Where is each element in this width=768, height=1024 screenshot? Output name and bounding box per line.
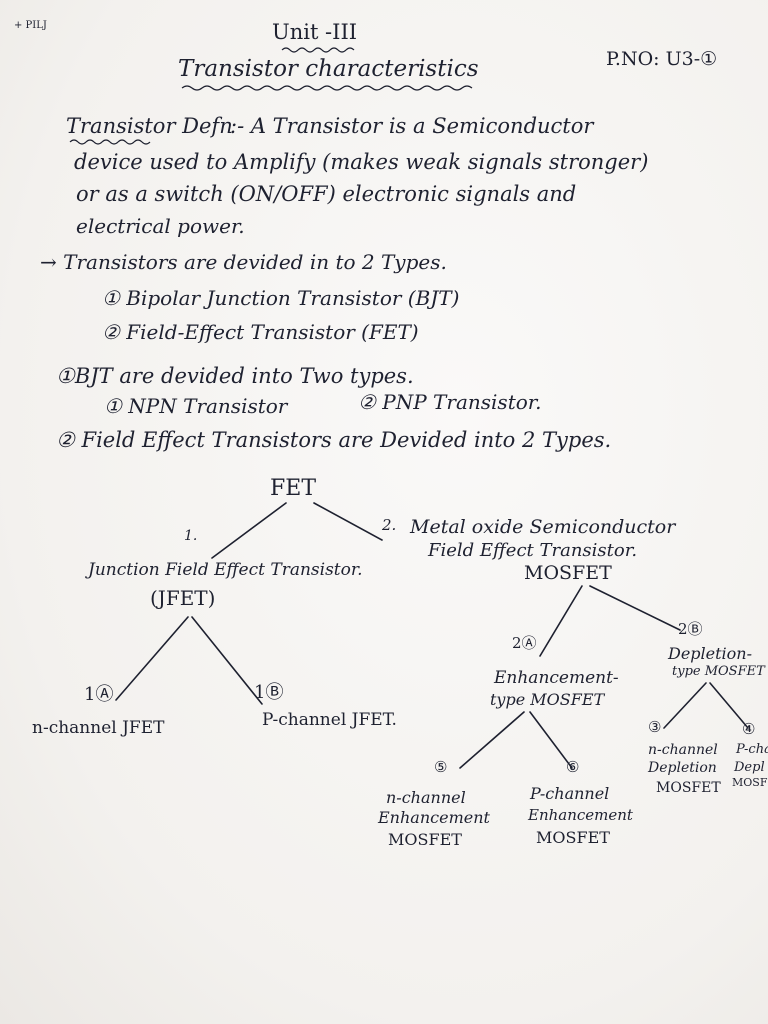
- p-dep-line-3: MOSFE: [732, 776, 768, 789]
- n-enh-line-1: n-channel: [386, 788, 466, 807]
- bjt-npn: ① NPN Transistor: [104, 394, 288, 418]
- types-item-bjt: ① Bipolar Junction Transistor (BJT): [102, 286, 460, 310]
- underline-title: [181, 85, 473, 91]
- number-4: ④: [742, 720, 756, 738]
- mosfet-abbrev: MOSFET: [524, 562, 612, 584]
- line-fet-mosfet: [313, 502, 383, 541]
- p-enh-line-3: MOSFET: [536, 828, 610, 847]
- p-enh-line-1: P-channel: [530, 784, 610, 803]
- definition-line-2: device used to Amplify (makes weak signa…: [74, 150, 649, 174]
- line-dep-ndep: [663, 682, 707, 729]
- label-1b: 1Ⓑ: [254, 682, 284, 703]
- mosfet-name-line-2: Field Effect Transistor.: [428, 540, 638, 561]
- depletion-type-line-1: Depletion-: [668, 644, 753, 663]
- underline-unit: [281, 47, 355, 53]
- branch-1-number: 1.: [184, 528, 198, 544]
- p-dep-line-1: P-cha: [736, 742, 768, 757]
- line-mosfet-enh: [539, 585, 583, 657]
- bjt-heading: ①BJT are devided into Two types.: [56, 364, 414, 388]
- jfet-name: Junction Field Effect Transistor.: [88, 560, 363, 580]
- line-mosfet-dep: [589, 585, 681, 631]
- n-dep-line-2: Depletion: [648, 760, 717, 776]
- p-channel-jfet: P-channel JFET.: [262, 710, 397, 730]
- label-2b: 2Ⓑ: [678, 620, 703, 638]
- page-number: P.NO: U3-①: [606, 48, 718, 70]
- line-jfet-pjfet: [191, 616, 263, 705]
- n-channel-jfet: n-channel JFET: [32, 718, 165, 738]
- types-intro: → Transistors are devided in to 2 Types.: [40, 250, 447, 274]
- definition-term: Transistor Defn: [66, 114, 233, 138]
- number-3: ③: [648, 718, 662, 736]
- depletion-type-line-2: type MOSFET: [672, 664, 765, 679]
- corner-mark: + PILJ: [14, 20, 47, 31]
- unit-heading: Unit -III: [272, 20, 358, 44]
- tree-root-fet: FET: [270, 476, 316, 501]
- line-dep-pdep: [709, 682, 749, 729]
- number-5: ⑤: [434, 758, 448, 776]
- mosfet-name-line-1: Metal oxide Semiconductor: [410, 516, 676, 538]
- p-enh-line-2: Enhancement: [528, 806, 633, 824]
- n-dep-line-3: MOSFET: [656, 780, 721, 796]
- branch-2-number: 2.: [382, 516, 397, 534]
- n-enh-line-3: MOSFET: [388, 830, 462, 849]
- page-title: Transistor characteristics: [178, 56, 479, 82]
- number-6: ⑥: [566, 758, 580, 776]
- line-jfet-njfet: [115, 616, 189, 701]
- underline-term: [69, 139, 151, 145]
- enhancement-type-line-2: type MOSFET: [490, 690, 605, 709]
- p-dep-line-2: Depl: [734, 760, 765, 775]
- definition-line-3: or as a switch (ON/OFF) electronic signa…: [76, 182, 577, 206]
- line-enh-nenh: [459, 711, 525, 769]
- label-2a: 2Ⓐ: [512, 634, 537, 652]
- jfet-abbrev: (JFET): [150, 586, 216, 610]
- n-enh-line-2: Enhancement: [378, 808, 490, 827]
- fet-heading: ② Field Effect Transistors are Devided i…: [56, 428, 612, 452]
- bjt-pnp: ② PNP Transistor.: [358, 390, 542, 414]
- definition-line-1: :- A Transistor is a Semiconductor: [230, 114, 594, 138]
- types-item-fet: ② Field-Effect Transistor (FET): [102, 320, 419, 344]
- n-dep-line-1: n-channel: [648, 742, 718, 758]
- definition-line-4: electrical power.: [76, 214, 245, 238]
- enhancement-type-line-1: Enhancement-: [494, 668, 619, 688]
- label-1a: 1Ⓐ: [84, 684, 114, 705]
- line-enh-penh: [529, 711, 573, 769]
- line-fet-jfet: [211, 502, 287, 559]
